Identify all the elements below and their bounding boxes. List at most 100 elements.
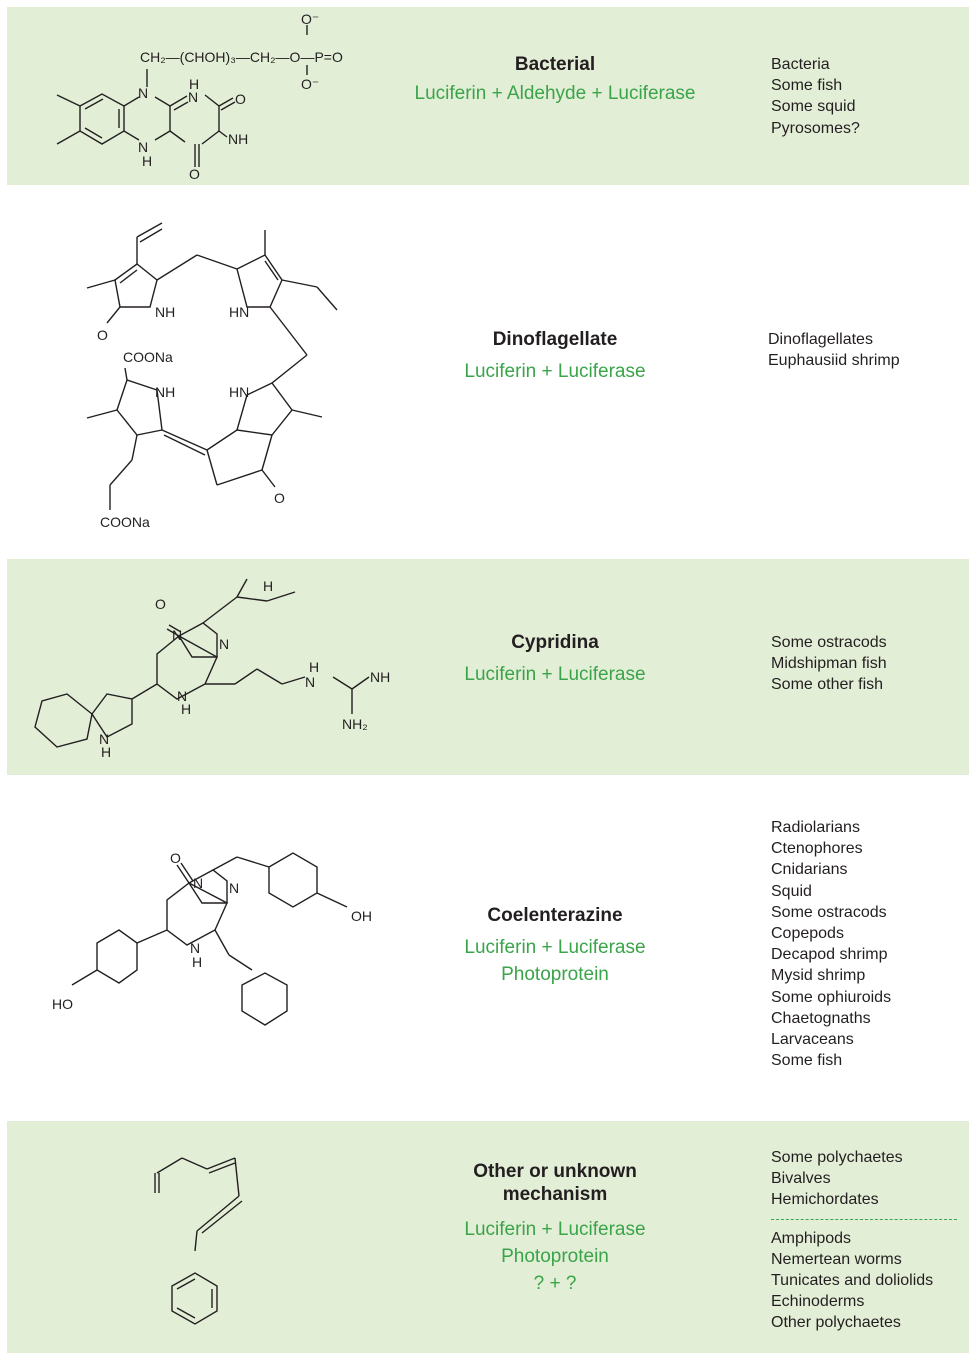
svg-text:NH₂: NH₂ [342,716,368,732]
organism-item: Radiolarians [771,819,860,836]
svg-text:O⁻: O⁻ [301,76,319,92]
organism-item: Squid [771,882,812,900]
organism-item: Chaetognaths [771,1009,871,1027]
organism-item: Some ostracods [771,634,887,651]
coelenterazine-mechanism: Coelenterazine Luciferin + Luciferase Ph… [410,904,700,988]
svg-text:COONa: COONa [100,514,150,530]
organism-item: Nemertean worms [771,1250,902,1268]
svg-text:N: N [138,139,148,155]
organism-item: Midshipman fish [771,655,887,673]
dinoflagellate-luciferin-structure: O NH HN COONa NH HN O COONa [7,185,407,559]
dinoflagellate-mechanism: Dinoflagellate Luciferin + Luciferase [410,328,700,385]
organism-item: Some ostracods [771,903,887,921]
reaction-line: ? + ? [533,1273,577,1294]
svg-text:H: H [181,701,191,717]
svg-text:N: N [138,85,148,101]
organism-item: Hemichordates [771,1191,879,1209]
svg-text:N: N [177,688,187,704]
svg-text:HO: HO [52,996,73,1012]
bacterial-mechanism: Bacterial Luciferin + Aldehyde + Lucifer… [410,53,700,107]
reaction-line: Luciferin + Aldehyde + Luciferase [414,83,696,104]
organism-item: Some ophiuroids [771,988,892,1006]
organism-item: Echinoderms [771,1293,865,1311]
svg-text:H: H [142,153,152,169]
svg-text:NH: NH [155,384,175,400]
organism-item: Tunicates and doliolids [771,1272,934,1290]
reaction-line: Luciferin + Luciferase [464,1219,646,1240]
group-divider [771,1218,957,1220]
dinoflagellate-organisms: Dinoflagellates Euphausiid shrimp [768,329,900,371]
mechanism-title: Dinoflagellate [492,329,618,350]
organism-item: Ctenophores [771,840,863,858]
other-structure [7,1121,407,1353]
reaction-line: Luciferin + Luciferase [464,361,646,382]
bacterial-organisms: Bacteria Some fish Some squid Pyrosomes? [771,54,860,139]
mechanism-title: Coelenterazine [487,905,623,926]
organism-item: Larvaceans [771,1031,854,1049]
bacterial-luciferin-structure: N N H H N O NH O CH₂—(CHOH)₃—CH₂—O—P=O O… [7,7,407,185]
svg-text:N: N [229,880,239,896]
organism-item: Some squid [771,98,856,116]
svg-text:CH₂—(CHOH)₃—CH₂—O—P=O: CH₂—(CHOH)₃—CH₂—O—P=O [140,49,343,65]
cypridina-organisms: Some ostracods Midshipman fish Some othe… [771,632,887,696]
row-dinoflagellate: O NH HN COONa NH HN O COONa Dinoflagella… [7,185,969,559]
svg-text:N: N [305,674,315,690]
svg-text:N: N [193,875,203,891]
cypridina-mechanism: Cypridina Luciferin + Luciferase [410,631,700,688]
organism-item: Copepods [771,925,844,943]
svg-text:N: N [190,940,200,956]
svg-text:NH: NH [370,669,390,685]
svg-text:H: H [192,954,202,970]
other-mechanism: Other or unknown mechanism Luciferin + L… [410,1160,700,1297]
svg-text:H: H [189,76,199,92]
organism-item: Cnidarians [771,861,848,879]
organism-item: Euphausiid shrimp [768,352,900,370]
organism-item: Some other fish [771,676,884,694]
svg-text:COONa: COONa [123,349,173,365]
organism-item: Some fish [771,1052,843,1070]
svg-text:O: O [170,850,181,866]
organism-item: Some fish [771,77,843,95]
organism-item: Mysid shrimp [771,967,866,985]
svg-text:HN: HN [229,304,249,320]
coelenterazine-structure: O N N N H OH HO [7,775,407,1121]
reaction-line: Luciferin + Luciferase [464,937,646,958]
mechanism-title: Bacterial [514,54,596,75]
mechanism-title: Cypridina [511,632,599,653]
organism-item: Decapod shrimp [771,946,888,964]
svg-text:O: O [235,91,246,107]
svg-text:O: O [97,327,108,343]
svg-text:H: H [101,744,111,760]
organism-item: Pyrosomes? [771,119,860,137]
svg-text:O: O [274,490,285,506]
svg-text:N: N [219,636,229,652]
organism-item: Bacteria [771,56,830,73]
svg-text:HN: HN [229,384,249,400]
row-other: Other or unknown mechanism Luciferin + L… [7,1121,969,1353]
mechanism-title: Other or unknown mechanism [473,1161,637,1205]
row-cypridina: O H N N N H H N NH NH₂ N H Cypridina Luc… [7,559,969,775]
svg-text:O: O [189,166,200,182]
svg-text:N: N [172,627,182,643]
svg-text:NH: NH [155,304,175,320]
svg-text:OH: OH [351,908,372,924]
organism-item: Bivalves [771,1170,831,1188]
row-coelenterazine: O N N N H OH HO Coelenterazine Luciferin… [7,775,969,1121]
svg-text:O: O [155,596,166,612]
reaction-line: Photoprotein [501,1246,609,1267]
other-organisms: Some polychaetes Bivalves Hemichordates … [771,1147,957,1334]
organism-item: Other polychaetes [771,1314,901,1332]
svg-text:N: N [99,731,109,747]
svg-text:H: H [263,578,273,594]
svg-text:O⁻: O⁻ [301,11,319,27]
reaction-line: Luciferin + Luciferase [464,664,646,685]
organism-item: Some polychaetes [771,1149,903,1166]
row-bacterial: N N H H N O NH O CH₂—(CHOH)₃—CH₂—O—P=O O… [7,7,969,185]
svg-text:N: N [188,89,198,105]
cypridina-luciferin-structure: O H N N N H H N NH NH₂ N H [7,559,407,775]
svg-text:H: H [309,659,319,675]
organism-item: Dinoflagellates [768,331,873,348]
svg-text:NH: NH [228,131,248,147]
coelenterazine-organisms: Radiolarians Ctenophores Cnidarians Squi… [771,817,891,1071]
reaction-line: Photoprotein [501,964,609,985]
